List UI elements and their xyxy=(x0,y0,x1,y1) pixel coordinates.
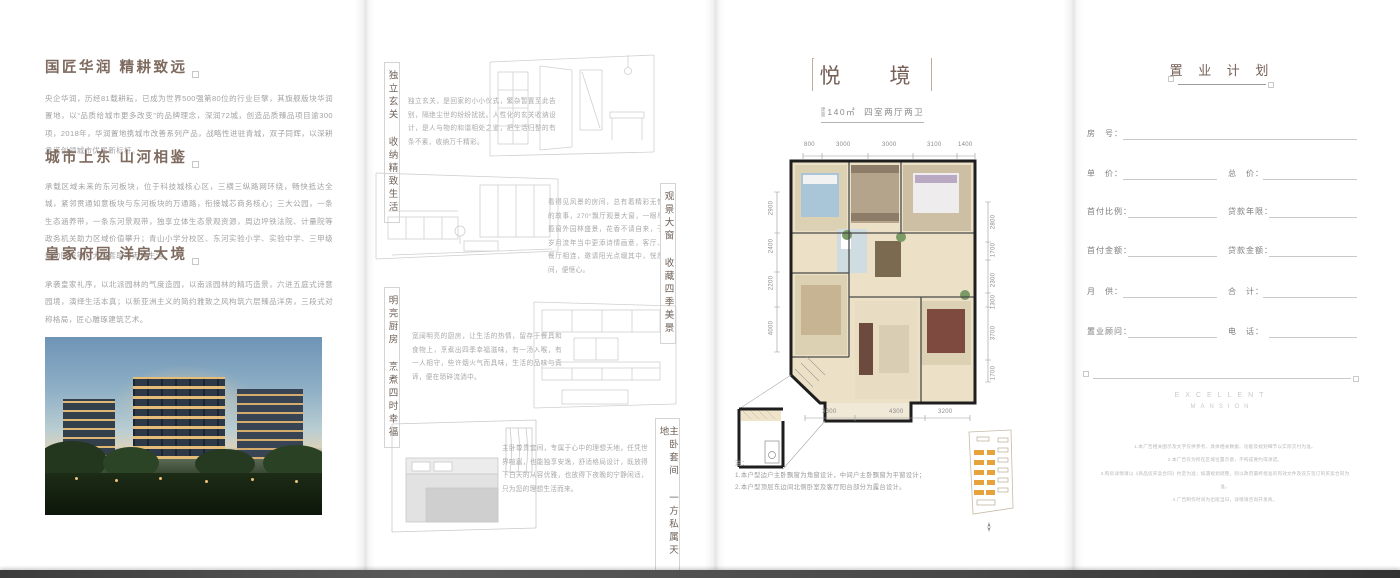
area-prefix: 建面 xyxy=(820,107,826,118)
dim-left-1: 2400 xyxy=(768,238,775,254)
field-label-consultant: 置业顾问： xyxy=(1087,327,1132,336)
table-edge-shadow xyxy=(0,570,1400,578)
disclaimer-3: 3.购房详情请以《商品房买卖合同》约定为准；如遇规划调整，则以政府最终批准的有效… xyxy=(1100,470,1350,489)
heading-ornament xyxy=(191,258,199,265)
note-title: 注： xyxy=(735,460,749,467)
field-label-downpayment-amount: 首付金额： xyxy=(1087,246,1132,255)
brand-line-2: MANSION xyxy=(1190,404,1254,410)
feature-label-kitchen: 明亮厨房 烹煮四时幸福 xyxy=(384,287,400,448)
dim-bottom-1: 4300 xyxy=(889,409,904,415)
layout-value: 四室两厅两卫 xyxy=(864,107,925,118)
title-bracket-right xyxy=(930,58,932,91)
feature-body-window: 看得见风景的房间，总有着精彩无憾的故事，270°飘厅观景大窗，一眼尽揽窗外园林盛… xyxy=(548,199,664,274)
form-title: 置 业 计 划 xyxy=(1169,63,1275,78)
dim-left-0: 2900 xyxy=(768,200,775,216)
field-label-loan-term: 贷款年限： xyxy=(1228,207,1273,216)
field-line-loan-amount xyxy=(1269,256,1357,257)
floorplan-subtitle: 建面 140㎡ 四室两厅两卫 xyxy=(820,106,925,124)
floorplan-title: 悦 境 xyxy=(819,64,925,88)
dim-right-2: 2300 xyxy=(990,272,997,288)
title-underline xyxy=(1178,84,1266,85)
field-label-downpayment-ratio: 首付比例： xyxy=(1087,207,1132,216)
dim-right-3: 1300 xyxy=(990,294,997,310)
field-label-phone: 电 话： xyxy=(1228,327,1264,336)
disclaimer-4: 4.广告制作时间为出街当日，详情请咨询开发商。 xyxy=(1172,497,1278,503)
signature-ornament-left xyxy=(1083,371,1089,377)
dim-bottom-2: 3200 xyxy=(938,409,953,415)
section-heading-3: 皇家府园 洋房大境 xyxy=(45,243,199,265)
field-line-room-no xyxy=(1123,139,1357,140)
dim-bottom-0: 3600 xyxy=(822,409,837,415)
note-1: 1.本户型边户主卧飘窗为角窗设计，中间户主卧飘窗为平窗设计； xyxy=(735,471,926,479)
dim-left-2: 2200 xyxy=(768,275,775,291)
feature-body-kitchen: 宽阔明亮的厨房，让生活的热情，留存于餐具和食物上，烹煮出四季幸福滋味，有一汤入喉… xyxy=(412,333,562,381)
field-label-total-sum: 合 计： xyxy=(1228,287,1264,296)
building-dusk-photo xyxy=(45,337,322,515)
field-line-monthly-payment xyxy=(1123,297,1217,298)
path-lights xyxy=(75,477,78,480)
disclaimer-1: 1.本广告相关图示及文字仅供参考，具体相关数据、功能及规划细节以实际交付为准。 xyxy=(1134,444,1316,449)
field-line-total-price xyxy=(1263,179,1357,180)
disclaimer-block: 1.本广告相关图示及文字仅供参考，具体相关数据、功能及规划细节以实际交付为准。 … xyxy=(1100,440,1350,507)
floor-plan-drawing xyxy=(737,153,991,470)
dim-right-1: 1700 xyxy=(990,242,997,258)
kitchen-sketch xyxy=(533,301,677,409)
entry-hall-sketch xyxy=(489,54,655,157)
dim-right-5: 1700 xyxy=(990,365,997,381)
title-bracket-left xyxy=(812,58,814,91)
dim-top-3: 3100 xyxy=(927,142,942,148)
field-line-unit-price xyxy=(1123,179,1217,180)
lawn xyxy=(45,473,322,515)
field-label-monthly-payment: 月 供： xyxy=(1087,287,1123,296)
site-key-map xyxy=(968,429,1014,515)
section-heading-1: 国匠华润 精耕致远 xyxy=(45,56,199,78)
field-line-downpayment-amount xyxy=(1128,256,1217,257)
area-value: 140㎡ xyxy=(827,107,857,118)
dim-top-4: 1400 xyxy=(958,142,973,148)
field-label-total-price: 总 价： xyxy=(1228,169,1264,178)
section-body-3: 承袭皇家礼序，以北派园林的气度造园，以南派园林的精巧造景，六进五庭式诗意园境，演… xyxy=(45,280,333,324)
signature-line xyxy=(1093,378,1351,379)
title-ornament-left xyxy=(1168,76,1174,82)
note-2: 2.本户型顶层东边间北侧卧室及客厅阳台部分为露台设计。 xyxy=(735,483,906,491)
feature-label-entry: 独立玄关 收纳精致生活 xyxy=(384,62,400,223)
field-line-downpayment-ratio xyxy=(1128,217,1217,218)
section-body-1: 央企华润，历经81载耕耘，已成为世界500强第80位的行业巨擘，其旗舰版块华润置… xyxy=(45,94,333,155)
bedroom-sketch xyxy=(391,419,537,533)
building-center xyxy=(133,377,225,459)
dim-top-1: 3000 xyxy=(836,142,851,148)
disclaimer-2: 2.本广告仅为所在区域位置示意，不构成要约或承诺。 xyxy=(1167,457,1283,463)
field-line-consultant xyxy=(1128,337,1217,338)
signature-ornament-right xyxy=(1353,376,1359,382)
living-room-sketch xyxy=(375,172,559,260)
compass-icon xyxy=(987,522,991,532)
feature-label-master: 主卧套间 一方私属天地 xyxy=(655,418,680,578)
field-label-loan-amount: 贷款金额： xyxy=(1228,246,1273,255)
field-label-room-no: 房 号： xyxy=(1087,129,1123,138)
dim-right-4: 3700 xyxy=(990,325,997,341)
title-ornament-right xyxy=(1268,82,1274,88)
feature-label-window: 观景大窗 收藏四季美景 xyxy=(660,183,676,344)
floorplan-notes: 注： 1.本户型边户主卧飘窗为角窗设计，中间户主卧飘窗为平窗设计； 2.本户型顶… xyxy=(735,458,970,494)
dim-top-2: 3000 xyxy=(882,142,897,148)
panel-fold xyxy=(1063,0,1083,570)
floorplan-title-block: 悦 境 xyxy=(812,58,932,91)
heading-ornament xyxy=(191,161,199,168)
field-label-unit-price: 单 价： xyxy=(1087,169,1123,178)
feature-body-master: 主卧尊贵套间，专属于心中的理想天地，任凭世界喧嚣，也能独享安逸，舒适格局设计，既… xyxy=(502,445,648,493)
brand-line-1: EXCELLENT xyxy=(1174,392,1270,399)
field-line-loan-term xyxy=(1269,217,1357,218)
feature-body-entry: 独立玄关，是回家的小小仪式，繁杂暂置至此告别，隔绝尘世的纷纷扰扰。人性化的玄关收… xyxy=(408,98,556,146)
section-body-2: 承载区域未来的东河板块，位于科技城核心区，三横三纵路网环绕，畅快抵达全城，紧邻贯… xyxy=(45,182,333,260)
floorplan-subtitle-wrap: 建面 140㎡ 四室两厅两卫 xyxy=(725,98,1020,124)
section-heading-2: 城市上东 山河相鉴 xyxy=(45,146,199,168)
panel-fold xyxy=(705,0,725,570)
dim-top-0: 800 xyxy=(804,142,815,148)
heading-ornament xyxy=(191,71,199,78)
field-line-total-sum xyxy=(1263,297,1357,298)
panel-fold xyxy=(355,0,375,570)
dim-right-0: 2800 xyxy=(990,214,997,230)
dim-left-3: 4000 xyxy=(768,320,775,336)
field-line-phone xyxy=(1269,337,1357,338)
